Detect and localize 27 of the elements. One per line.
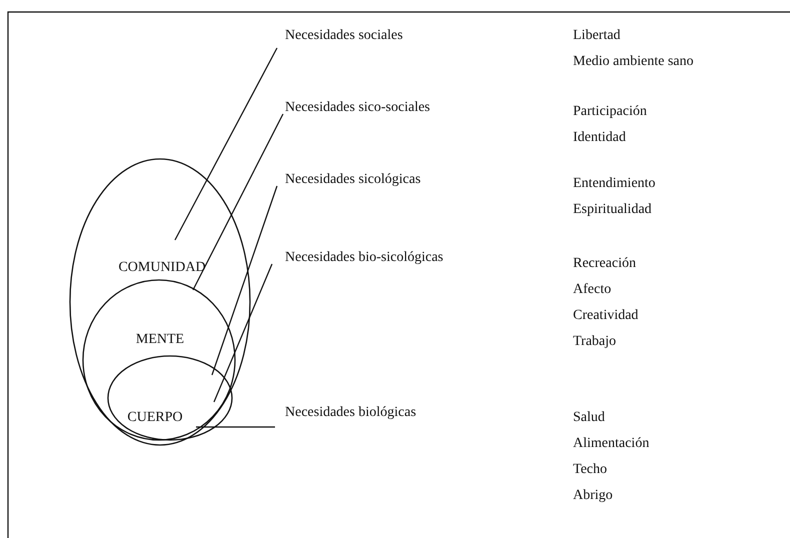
needs-label: Necesidades sociales [285,28,403,44]
need-item: Entendimiento [573,176,656,192]
ellipse-label: COMUNIDAD [118,260,206,276]
needs-label: Necesidades bio-sicológicas [285,250,444,266]
leader-line [192,114,284,290]
need-item: Salud [573,410,605,426]
need-item: Afecto [573,282,612,298]
ellipse-label: MENTE [136,332,184,348]
needs-label: Necesidades sicológicas [285,172,421,188]
need-item: Recreación [573,256,636,272]
need-item: Participación [573,104,647,120]
need-item: Trabajo [573,334,616,350]
leader-line [174,48,278,240]
need-item: Libertad [573,28,620,44]
need-item: Creatividad [573,308,638,324]
need-item: Techo [573,462,608,478]
need-item: Alimentación [573,436,650,452]
need-item: Espiritualidad [573,202,652,218]
need-item: Medio ambiente sano [573,54,694,70]
need-item: Abrigo [573,488,613,504]
leader-line [196,426,275,428]
leader-line [213,264,273,402]
needs-label: Necesidades biológicas [285,405,416,421]
needs-label: Necesidades sico-sociales [285,100,430,116]
leader-line [211,186,278,376]
ellipse-label: CUERPO [127,410,183,426]
need-item: Identidad [573,130,626,146]
